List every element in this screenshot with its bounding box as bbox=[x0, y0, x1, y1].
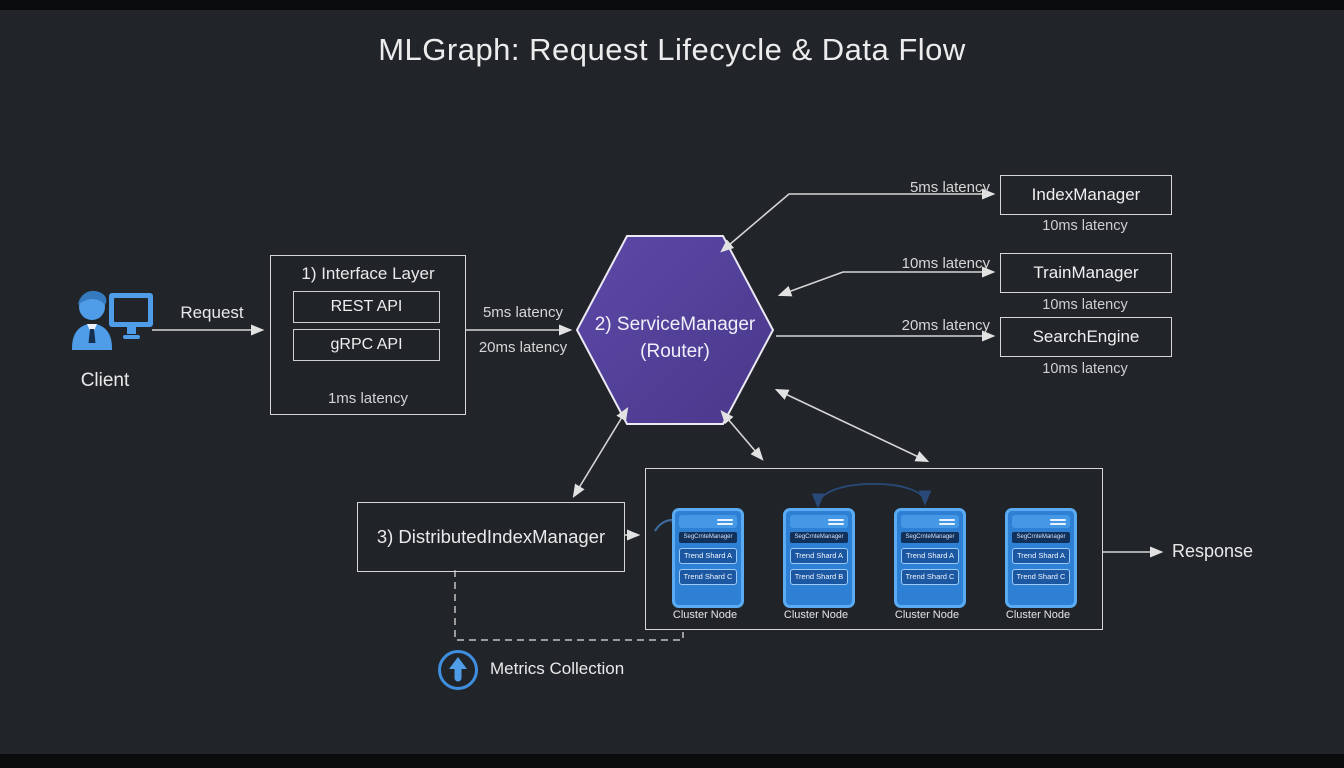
distributed-index-manager-title: 3) DistributedIndexManager bbox=[376, 526, 606, 547]
cluster-node-label: Cluster Node bbox=[894, 609, 960, 621]
interface-to-router-latency-bottom: 20ms latency bbox=[478, 339, 568, 356]
node-module-label: SegCrnteManager bbox=[901, 532, 959, 543]
interface-layer-box: 1) Interface Layer REST API gRPC API 1ms… bbox=[270, 255, 466, 415]
distributed-index-manager-box: 3) DistributedIndexManager bbox=[357, 502, 625, 572]
shard-chip: Trend Shard A bbox=[1012, 548, 1070, 564]
indexmanager-latency-label: 10ms latency bbox=[1042, 218, 1128, 234]
node-module-label: SegCrnteManager bbox=[790, 532, 848, 543]
cluster-node-label: Cluster Node bbox=[672, 609, 738, 621]
cluster-node: SegCrnteManager Trend Shard A Trend Shar… bbox=[1005, 508, 1077, 608]
shard-chip: Trend Shard C bbox=[1012, 569, 1070, 585]
service-box-trainmanager: TrainManager bbox=[1000, 253, 1172, 293]
client-label: Client bbox=[80, 370, 130, 391]
router-name: 2) ServiceManager bbox=[594, 314, 756, 335]
metrics-collection-label: Metrics Collection bbox=[490, 659, 625, 678]
client-icon bbox=[72, 290, 153, 350]
interface-to-router-latency-top: 5ms latency bbox=[482, 304, 564, 321]
metrics-up-arrow-icon bbox=[438, 650, 478, 690]
router-to-distributedindexmanager-arrow bbox=[572, 406, 629, 499]
rest-api-box: REST API bbox=[293, 291, 440, 323]
cluster-node: SegCrnteManager Trend Shard A Trend Shar… bbox=[783, 508, 855, 608]
shard-chip: Trend Shard C bbox=[901, 569, 959, 585]
trainmanager-arrow-latency: 10ms latency bbox=[901, 255, 990, 272]
router-subtitle: (Router) bbox=[640, 341, 710, 362]
service-box-indexmanager: IndexManager bbox=[1000, 175, 1172, 215]
letterbox-top bbox=[0, 0, 1344, 10]
router-to-trainmanager-arrow bbox=[777, 266, 996, 297]
page-title: MLGraph: Request Lifecycle & Data Flow bbox=[378, 32, 966, 67]
service-box-searchengine: SearchEngine bbox=[1000, 317, 1172, 357]
response-label: Response bbox=[1172, 541, 1254, 561]
shard-chip: Trend Shard A bbox=[679, 548, 737, 564]
grpc-api-box: gRPC API bbox=[293, 329, 440, 361]
request-label: Request bbox=[180, 303, 244, 322]
shard-chip: Trend Shard B bbox=[790, 569, 848, 585]
trainmanager-latency-label: 10ms latency bbox=[1042, 297, 1128, 313]
cluster-node-label: Cluster Node bbox=[783, 609, 849, 621]
letterbox-bottom bbox=[0, 754, 1344, 768]
searchengine-arrow-latency: 20ms latency bbox=[901, 317, 990, 334]
interface-layer-title: 1) Interface Layer bbox=[301, 264, 435, 283]
cluster-node: SegCrnteManager Trend Shard A Trend Shar… bbox=[672, 508, 744, 608]
server-icon bbox=[790, 515, 848, 528]
server-icon bbox=[901, 515, 959, 528]
node2-to-node3-replication-arc bbox=[811, 483, 932, 509]
node-module-label: SegCrnteManager bbox=[679, 532, 737, 543]
cluster-node: SegCrnteManager Trend Shard A Trend Shar… bbox=[894, 508, 966, 608]
cluster-node-label: Cluster Node bbox=[1005, 609, 1071, 621]
router-to-indexmanager-arrow bbox=[720, 188, 996, 253]
server-icon bbox=[679, 515, 737, 528]
indexmanager-arrow-latency: 5ms latency bbox=[909, 179, 990, 196]
shard-chip: Trend Shard C bbox=[679, 569, 737, 585]
node-module-label: SegCrnteManager bbox=[1012, 532, 1070, 543]
shard-chip: Trend Shard A bbox=[901, 548, 959, 564]
server-icon bbox=[1012, 515, 1070, 528]
router-to-cluster-arrow-left bbox=[720, 410, 764, 461]
shard-chip: Trend Shard A bbox=[790, 548, 848, 564]
searchengine-latency-label: 10ms latency bbox=[1042, 361, 1128, 377]
interface-latency-label: 1ms latency bbox=[327, 390, 409, 407]
router-to-cluster-arrow-right bbox=[774, 388, 930, 463]
metrics-dashed-connector bbox=[454, 570, 684, 641]
